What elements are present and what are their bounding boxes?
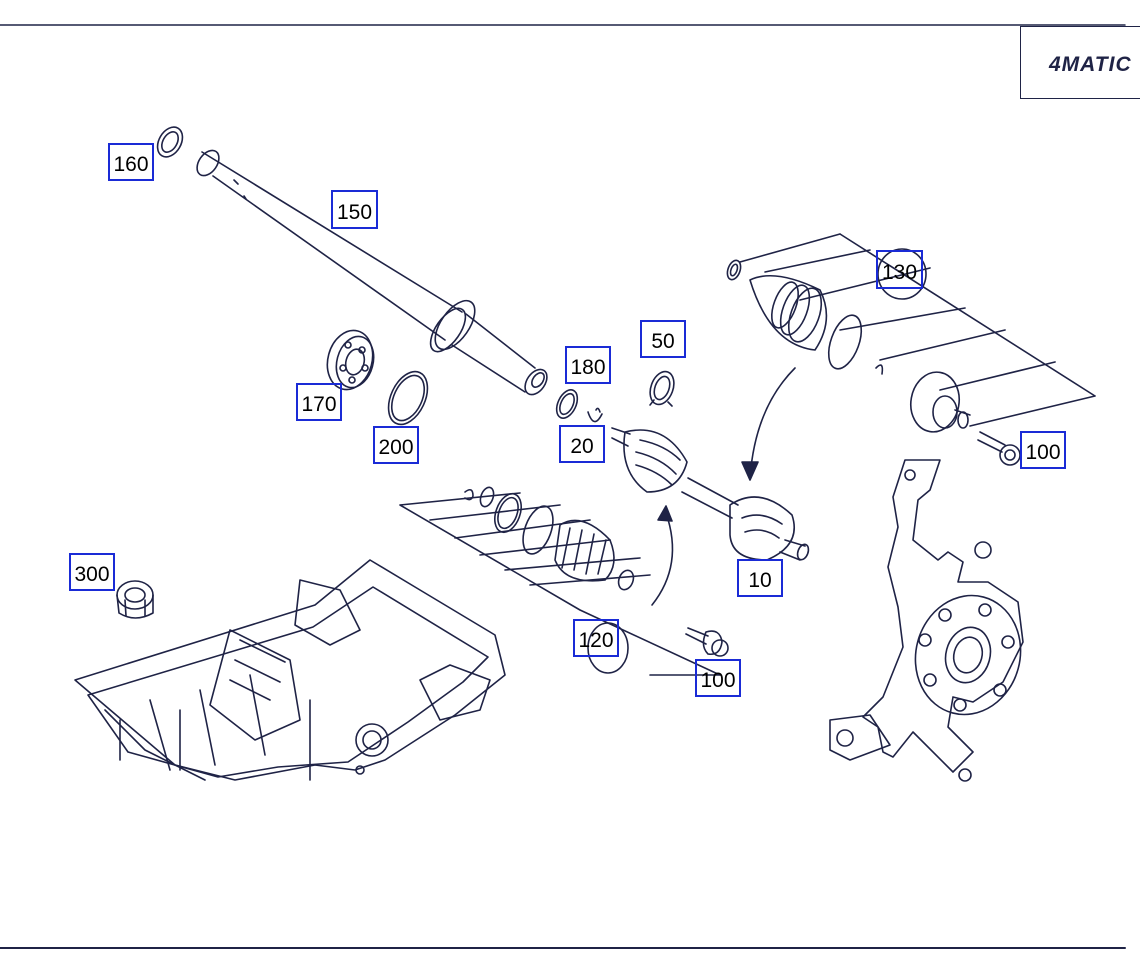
part-10-drive-shaft xyxy=(611,427,810,561)
arrow-down-head xyxy=(741,461,759,481)
callout-120-label: 120 xyxy=(578,629,614,652)
part-100-bolt-lower xyxy=(685,627,729,657)
part-300-collar-nut xyxy=(116,580,154,619)
callout-50[interactable]: 50 xyxy=(640,320,686,358)
callout-170-label: 170 xyxy=(301,393,337,416)
callout-10-label: 10 xyxy=(748,569,772,592)
part-20-circlip-end xyxy=(595,407,601,413)
callout-120[interactable]: 120 xyxy=(573,619,619,657)
part-steering-knuckle xyxy=(829,459,1024,782)
callout-180-label: 180 xyxy=(570,356,606,379)
callout-100-right[interactable]: 100 xyxy=(1020,431,1066,469)
callout-170[interactable]: 170 xyxy=(296,383,342,421)
callout-200-label: 200 xyxy=(378,436,414,459)
callout-100-lower-label: 100 xyxy=(700,669,736,692)
callout-300-label: 300 xyxy=(74,563,110,586)
callout-130-label: 130 xyxy=(881,261,918,284)
part-120-boot-kit xyxy=(399,486,721,676)
part-130-boot-kit xyxy=(726,233,1096,433)
4matic-label: 4MATIC xyxy=(1049,53,1132,76)
4matic-badge: 4MATIC xyxy=(1020,26,1140,99)
callout-10[interactable]: 10 xyxy=(737,559,783,597)
callout-circle-120 xyxy=(587,622,629,674)
arrow-up-head xyxy=(657,505,673,522)
part-100-bolt-right xyxy=(977,431,1021,466)
callout-150-label: 150 xyxy=(336,201,373,224)
callout-20-label: 20 xyxy=(570,435,594,458)
part-150-intermediate-shaft xyxy=(196,149,548,396)
callout-100-lower[interactable]: 100 xyxy=(695,659,741,697)
callout-20[interactable]: 20 xyxy=(559,425,605,463)
callout-200[interactable]: 200 xyxy=(373,426,419,464)
part-50-snap-ring xyxy=(649,370,675,407)
callout-50-label: 50 xyxy=(651,330,675,353)
callout-160-label: 160 xyxy=(113,153,149,176)
part-20-circlip xyxy=(587,411,603,423)
part-oil-pan-housing xyxy=(74,559,506,781)
part-170-bearing xyxy=(326,329,375,391)
callout-130[interactable]: 130 xyxy=(876,250,923,289)
part-180-ring xyxy=(555,389,579,419)
callout-180[interactable]: 180 xyxy=(565,346,611,384)
callout-100-right-label: 100 xyxy=(1025,441,1061,464)
callout-150[interactable]: 150 xyxy=(331,190,378,229)
callout-circle-130 xyxy=(877,248,927,300)
part-160-ring xyxy=(156,126,184,158)
callout-300[interactable]: 300 xyxy=(69,553,115,591)
arrow-up-curve xyxy=(651,512,674,606)
part-200-snap-ring xyxy=(387,370,429,426)
callout-160[interactable]: 160 xyxy=(108,143,154,181)
